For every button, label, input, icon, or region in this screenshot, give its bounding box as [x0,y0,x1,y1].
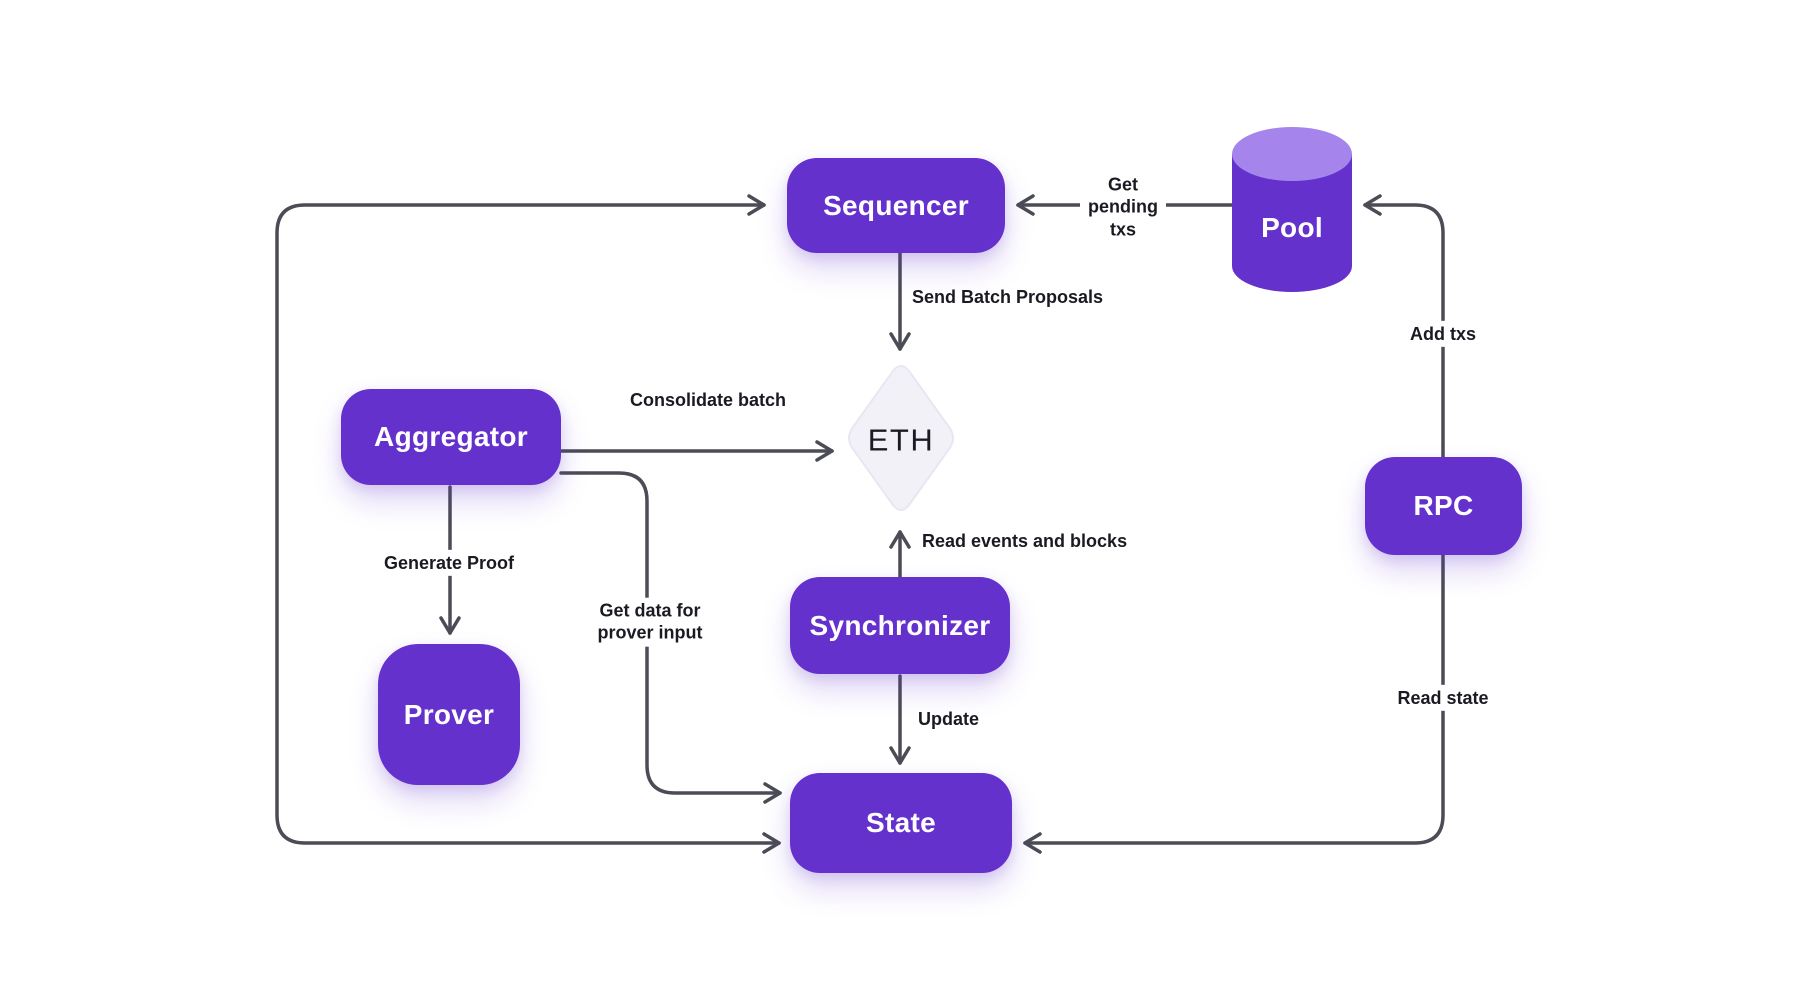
node-synchronizer: Synchronizer [790,577,1010,674]
node-synchronizer-label: Synchronizer [809,609,991,641]
node-state-label: State [866,807,936,838]
node-sequencer: Sequencer [787,158,1005,253]
node-prover: Prover [378,644,520,785]
node-aggregator-label: Aggregator [374,421,528,452]
edge-label-update: Update [918,708,980,729]
node-state: State [790,773,1012,873]
edge-label-read-state: Read state [1389,684,1497,712]
node-rpc-label: RPC [1413,490,1474,521]
edge-label-get-data-for-prover-input: Get data for prover input [589,597,711,647]
edge-label-generate-proof: Generate Proof [375,549,523,577]
edge-rpc-state [1023,553,1445,854]
edge-label-line: txs [1109,219,1136,240]
eth-diamond [848,365,954,511]
edge-label-send-batch-proposals: Send Batch Proposals [912,286,1104,307]
node-pool-label: Pool [1261,212,1323,243]
edge-state-sequencer-loop [275,194,781,854]
edge-label-add-txs: Add txs [1401,320,1485,348]
pool-cylinder [1232,127,1352,292]
edge-label-line: pending [1088,196,1158,217]
edge-label-line: Get data for [599,600,701,621]
edge-label-consolidate-batch: Consolidate batch [629,389,787,410]
edge-label-read-events-and-blocks: Read events and blocks [922,530,1128,551]
node-sequencer-label: Sequencer [823,189,969,221]
edge-label-line: Get [1107,174,1138,195]
node-prover-label: Prover [403,698,495,730]
edge-label-get-pending-txs: Get pending txs [1080,171,1166,243]
node-rpc: RPC [1365,457,1522,555]
node-aggregator: Aggregator [341,389,561,485]
node-eth-label: ETH [867,422,935,458]
edge-label-line: prover input [597,623,703,643]
edge-rpc-pool [1363,194,1445,459]
